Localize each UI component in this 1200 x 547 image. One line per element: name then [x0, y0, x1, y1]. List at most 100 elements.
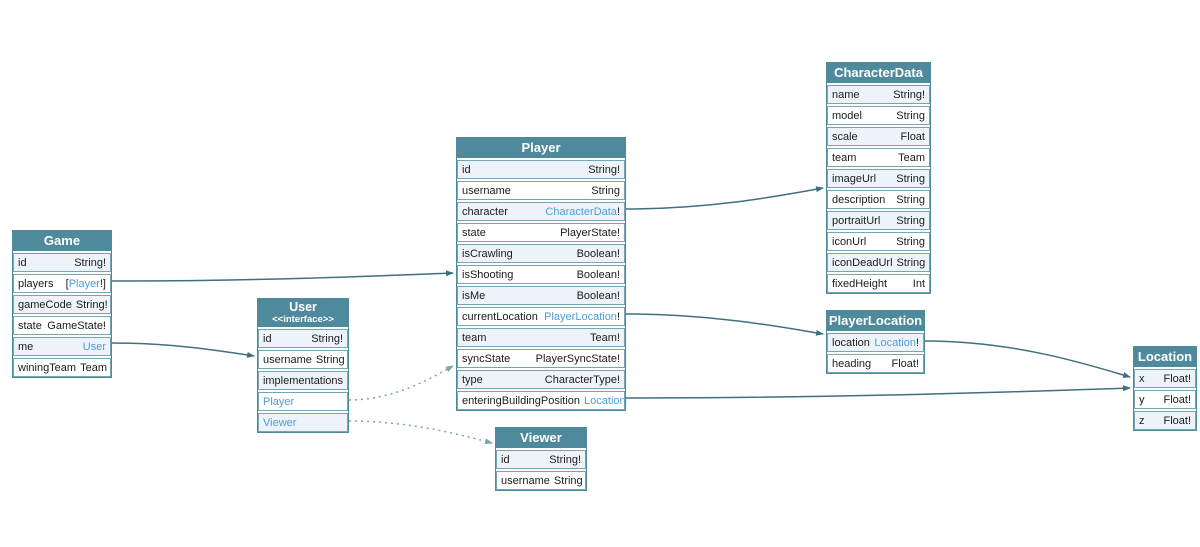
- type-link[interactable]: Viewer: [263, 416, 297, 429]
- type-card-title-user[interactable]: User<<interface>>: [258, 299, 348, 327]
- type-text: String: [896, 172, 925, 185]
- field-name: y: [1139, 393, 1145, 406]
- type-text: Float!: [1163, 393, 1191, 406]
- type-link[interactable]: PlayerLocation: [544, 310, 617, 323]
- field-type: String!: [545, 454, 581, 466]
- field-name: username: [501, 474, 550, 487]
- field-row-character[interactable]: character CharacterData!: [457, 202, 625, 221]
- field-name: description: [832, 193, 886, 206]
- field-type: Boolean!: [573, 269, 620, 281]
- type-link[interactable]: Player: [68, 277, 100, 290]
- type-card-title-characterData[interactable]: CharacterData: [827, 63, 930, 83]
- field-name: z: [1139, 414, 1145, 427]
- field-type: Boolean!: [573, 248, 620, 260]
- field-type: String: [892, 194, 925, 206]
- type-text: String!: [311, 332, 343, 345]
- field-row-Player[interactable]: Player: [258, 392, 348, 411]
- type-text: Float!: [1163, 414, 1191, 427]
- field-name: players: [18, 277, 54, 290]
- field-type: String: [892, 110, 925, 122]
- type-card-title-playerLocation[interactable]: PlayerLocation: [827, 311, 924, 331]
- type-link[interactable]: Location: [874, 336, 916, 349]
- field-type: String!: [889, 89, 925, 101]
- field-type: PlayerSyncState!: [532, 353, 620, 365]
- type-text: !]: [99, 277, 106, 290]
- field-type: Location: [580, 395, 626, 407]
- type-text: CharacterType!: [544, 373, 620, 386]
- type-card-title-player[interactable]: Player: [457, 138, 625, 158]
- type-card-title-game[interactable]: Game: [13, 231, 111, 251]
- field-name: scale: [832, 130, 858, 143]
- type-link[interactable]: Player: [263, 395, 295, 408]
- field-row-implementations[interactable]: implementations: [258, 371, 348, 390]
- type-text: String!: [549, 453, 581, 466]
- field-row-z[interactable]: z Float!: [1134, 411, 1196, 430]
- type-text: String!: [893, 88, 925, 101]
- type-card-title-viewer[interactable]: Viewer: [496, 428, 586, 448]
- field-type: Location!: [870, 337, 919, 349]
- field-row-Viewer[interactable]: Viewer: [258, 413, 348, 432]
- field-type: Team: [894, 152, 925, 164]
- type-card-title-location[interactable]: Location: [1134, 347, 1196, 367]
- type-text: Float!: [1163, 372, 1191, 385]
- field-type: [Player!]: [62, 278, 106, 290]
- type-link[interactable]: CharacterData: [545, 205, 617, 218]
- field-type: String: [550, 475, 583, 487]
- field-name: winingTeam: [18, 361, 77, 374]
- field-type: Team!: [586, 332, 620, 344]
- type-text: String!: [75, 298, 108, 311]
- field-name: iconUrl: [832, 235, 867, 248]
- field-row-y[interactable]: y Float!: [1134, 390, 1196, 409]
- field-row-description[interactable]: description String: [827, 190, 930, 209]
- field-type: CharacterData!: [541, 206, 620, 218]
- field-type: User: [79, 341, 106, 353]
- field-row-players[interactable]: players [Player!]: [13, 274, 111, 293]
- field-name: username: [263, 353, 312, 366]
- field-name: character: [462, 205, 508, 218]
- type-text: String: [896, 256, 926, 269]
- type-link[interactable]: User: [82, 340, 106, 353]
- field-name: state: [462, 226, 486, 239]
- type-link[interactable]: Location: [584, 394, 626, 407]
- type-text: PlayerSyncState!: [535, 352, 620, 365]
- field-name: id: [18, 256, 27, 269]
- field-type: String: [892, 173, 925, 185]
- field-type: Float!: [887, 358, 919, 370]
- type-text: String: [896, 193, 925, 206]
